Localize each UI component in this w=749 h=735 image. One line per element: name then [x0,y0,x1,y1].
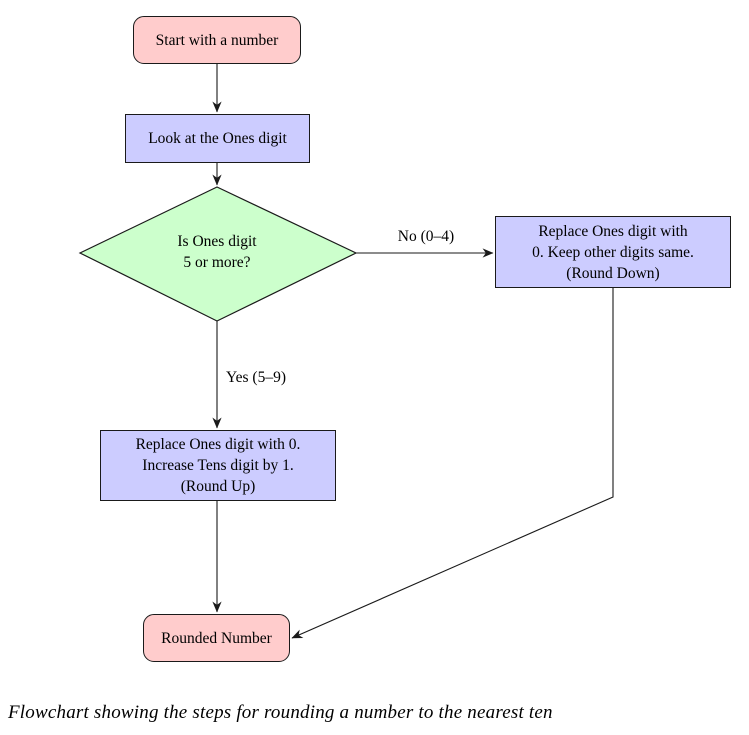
yes-branch-label: Yes (5–9) [226,369,287,386]
round-up-line-3: (Round Up) [180,478,256,495]
round-up-line-1: Replace Ones digit with 0. [135,436,301,453]
decision-line-1: Is Ones digit [177,233,257,250]
round-down-line-2: 0. Keep other digits same. [532,243,694,261]
round-down-line-3: (Round Down) [566,264,660,282]
figure-caption: Flowchart showing the steps for rounding… [8,702,553,723]
decision-node-text: Is Ones digit 5 or more? [117,231,317,273]
round-down-line-1: Replace Ones digit with [538,222,688,240]
result-node: Rounded Number [143,614,290,662]
look-ones-digit-label: Look at the Ones digit [148,130,287,147]
arrow-round-down-to-result [291,288,614,639]
round-up-node: Replace Ones digit with 0. Increase Tens… [100,430,336,501]
look-ones-digit-node: Look at the Ones digit [125,114,310,163]
round-down-node: Replace Ones digit with 0. Keep other di… [495,216,731,288]
start-node-label: Start with a number [155,31,279,49]
no-branch-label: No (0–4) [397,228,455,245]
result-node-label: Rounded Number [161,629,272,647]
decision-line-2: 5 or more? [183,254,251,271]
round-up-line-2: Increase Tens digit by 1. [142,457,294,474]
start-node: Start with a number [133,16,301,64]
